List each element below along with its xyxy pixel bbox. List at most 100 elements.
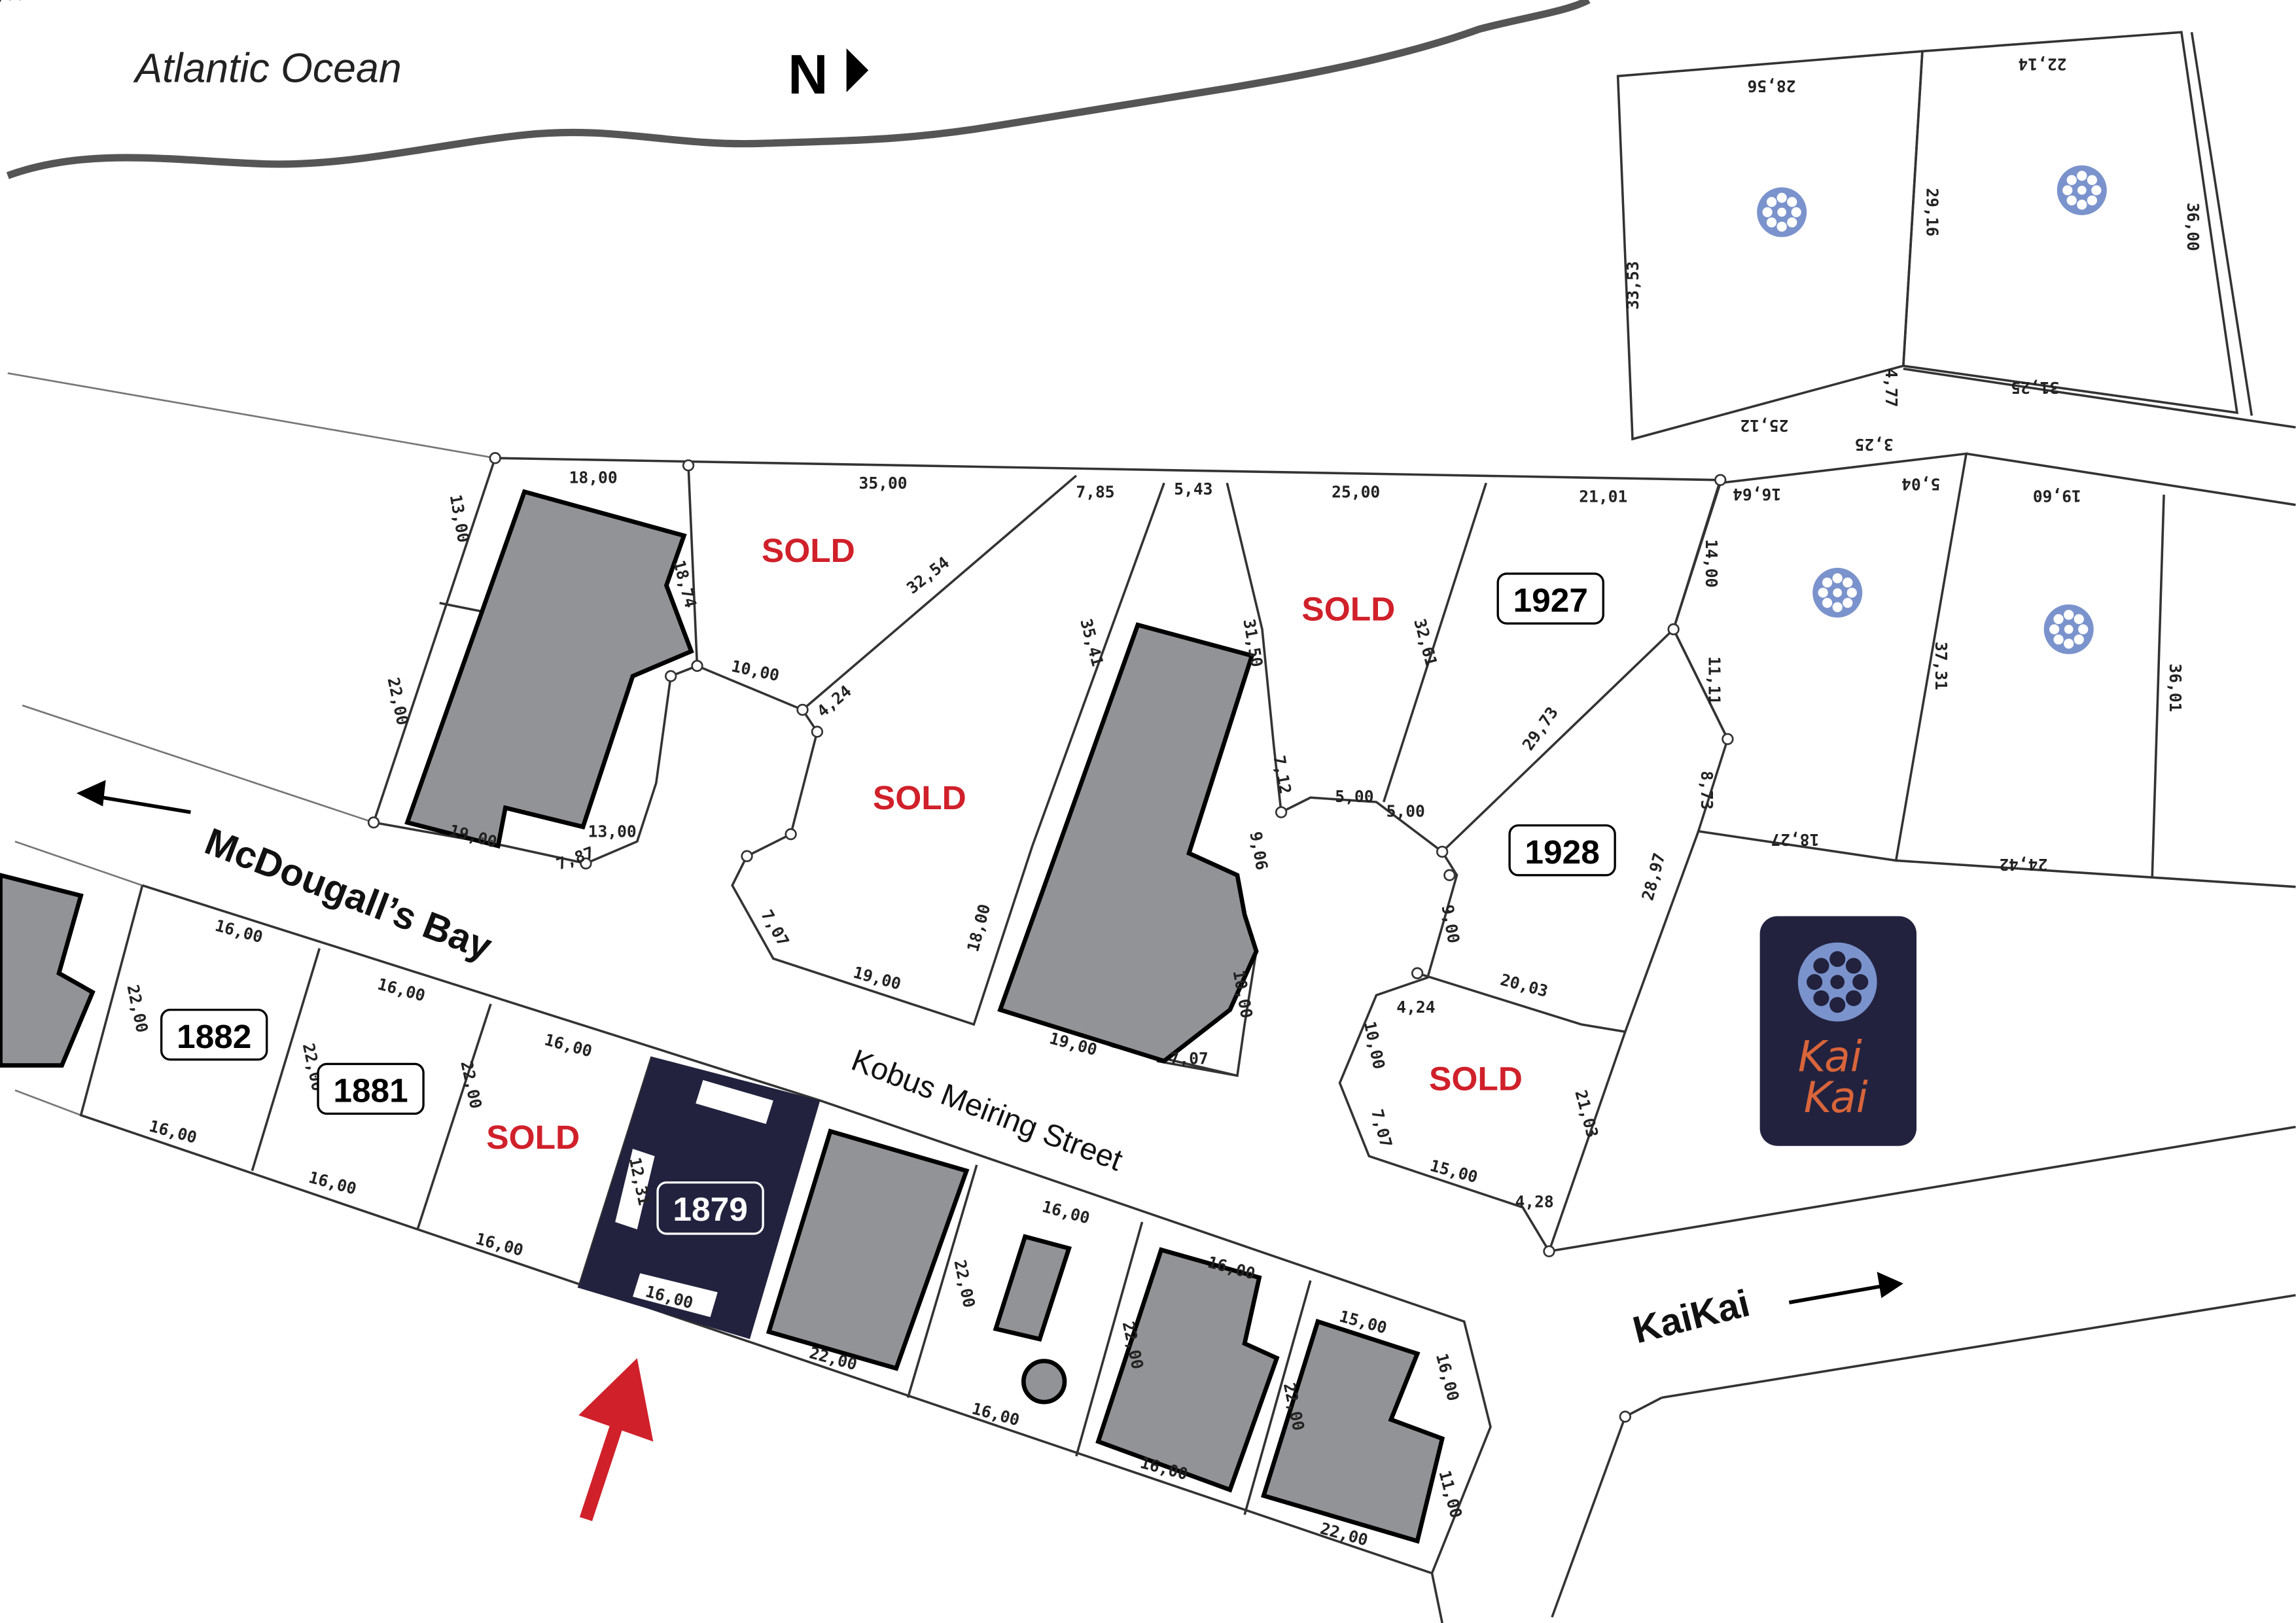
survey-node bbox=[1436, 845, 1449, 858]
kaikai-wheel-icon bbox=[1797, 942, 1877, 1022]
dimension-label: 36,01 bbox=[2166, 663, 2185, 712]
survey-node bbox=[811, 725, 824, 738]
survey-node bbox=[682, 459, 695, 472]
dimension-label: 16,00 bbox=[147, 1116, 199, 1147]
survey-node bbox=[1619, 1410, 1631, 1423]
dimension-label: 20,03 bbox=[1498, 970, 1550, 1001]
dimension-label: 22,00 bbox=[123, 983, 152, 1034]
dimension-label: 19,00 bbox=[0, 0, 25, 4]
kaikai-wheel-icon bbox=[2043, 604, 2094, 655]
northern-parcels bbox=[1616, 31, 2296, 1032]
dimension-label: 32,61 bbox=[1410, 617, 1441, 669]
dimension-label: 28,97 bbox=[1638, 851, 1669, 903]
dimension-label: 31,25 bbox=[2011, 378, 2059, 397]
survey-node bbox=[1443, 869, 1456, 881]
dimension-label: 22,00 bbox=[457, 1059, 486, 1110]
lot-1879[interactable]: 1879 bbox=[656, 1181, 764, 1235]
lot-1928[interactable]: 1928 bbox=[1508, 824, 1616, 877]
dimension-label: 28,56 bbox=[1748, 77, 1796, 96]
dimension-label: 36,00 bbox=[2183, 203, 2202, 251]
dimension-label: 18,00 bbox=[569, 468, 618, 487]
dimension-label: 5,00 bbox=[1335, 787, 1373, 806]
survey-node bbox=[785, 828, 797, 841]
building bbox=[997, 622, 1259, 1064]
sold-label: SOLD bbox=[1429, 1060, 1523, 1098]
dimension-label: 18,00 bbox=[963, 902, 994, 954]
lot-1927[interactable]: 1927 bbox=[1496, 572, 1604, 625]
building bbox=[1261, 1318, 1445, 1544]
dimension-label: 16,00 bbox=[376, 974, 427, 1005]
dimension-label: 3,25 bbox=[1855, 435, 1894, 454]
lot-number: 1927 bbox=[1513, 581, 1587, 619]
lot-number: 1879 bbox=[673, 1190, 747, 1228]
sold-labels: SOLD SOLD SOLD SOLD SOLD bbox=[486, 531, 1523, 1156]
sold-label: SOLD bbox=[1301, 590, 1395, 628]
survey-node bbox=[665, 670, 677, 682]
lot-1881[interactable]: 1881 bbox=[317, 1062, 425, 1115]
kaikai-wheel-icon bbox=[1812, 568, 1863, 618]
arrow-left-icon bbox=[76, 780, 106, 807]
survey-node bbox=[1543, 1245, 1555, 1257]
dimension-label: 7,07 bbox=[1170, 1049, 1209, 1068]
survey-node bbox=[367, 816, 380, 829]
dimension-label: 16,00 bbox=[542, 1030, 594, 1060]
north-arrow-icon bbox=[846, 48, 869, 92]
building-round bbox=[1021, 1359, 1067, 1405]
kaikai-wheel-icon bbox=[2057, 165, 2107, 215]
lot-1882[interactable]: 1882 bbox=[160, 1008, 268, 1061]
building bbox=[0, 873, 96, 1068]
dimension-label: 15,00 bbox=[1428, 1156, 1480, 1187]
survey-node bbox=[741, 850, 753, 862]
dimension-label: 16,64 bbox=[1733, 485, 1781, 504]
logo-text-line2: Kai bbox=[1804, 1073, 1868, 1123]
dimension-label: 9,06 bbox=[1246, 830, 1272, 871]
dimension-label: 10,00 bbox=[730, 656, 781, 685]
survey-node bbox=[691, 659, 703, 672]
survey-nodes bbox=[367, 452, 1734, 1423]
dimension-label: 22,14 bbox=[2018, 54, 2066, 73]
dimension-label: 16,00 bbox=[1432, 1352, 1463, 1403]
buildings bbox=[0, 489, 1445, 1544]
dimension-label: 7,87 bbox=[554, 843, 597, 874]
sold-label: SOLD bbox=[486, 1118, 580, 1156]
dimension-label: 22,00 bbox=[950, 1258, 979, 1309]
sold-label: SOLD bbox=[762, 531, 855, 569]
dimension-label: 7,07 bbox=[757, 907, 793, 950]
street-kaikai: KaiKai bbox=[1629, 1272, 1903, 1352]
survey-node bbox=[580, 857, 592, 870]
dimension-label: 9,00 bbox=[1438, 903, 1464, 945]
red-pointer-arrow bbox=[578, 1358, 654, 1522]
north-arrow: N bbox=[788, 44, 869, 106]
dimension-label: 13,00 bbox=[446, 493, 473, 544]
dimension-label: 5,04 bbox=[1901, 475, 1940, 494]
logo-text-line1: Kai bbox=[1798, 1033, 1862, 1082]
dimension-label: 14,00 bbox=[1702, 539, 1721, 587]
lot-number: 1882 bbox=[177, 1017, 251, 1055]
kaikai-wheel-icon bbox=[1757, 187, 1807, 237]
lot-number: 1928 bbox=[1525, 833, 1599, 871]
road-edges bbox=[7, 372, 2296, 1623]
dimension-label: 13,00 bbox=[588, 822, 637, 841]
dimension-label: 25,12 bbox=[1740, 416, 1788, 435]
dimension-label: 5,00 bbox=[1386, 801, 1425, 820]
north-label: N bbox=[788, 44, 828, 106]
street-label: McDougall’s Bay bbox=[200, 820, 498, 968]
sold-label: SOLD bbox=[873, 778, 966, 816]
dimension-label: 29,73 bbox=[1519, 703, 1562, 754]
dimension-label: 24,42 bbox=[1999, 855, 2047, 874]
survey-node bbox=[1275, 806, 1288, 818]
dimension-label: 11,00 bbox=[1435, 1469, 1466, 1520]
coastline bbox=[6, 0, 1591, 179]
dimension-label: 22,00 bbox=[384, 676, 413, 727]
dimension-label: 37,31 bbox=[1932, 642, 1951, 690]
dimension-label: 25,00 bbox=[1332, 483, 1380, 502]
dimension-label: 4,24 bbox=[1396, 998, 1435, 1017]
dimension-label: 21,01 bbox=[1579, 487, 1627, 506]
building bbox=[766, 1128, 970, 1371]
street-label: KaiKai bbox=[1629, 1282, 1754, 1352]
dimension-label: 35,00 bbox=[859, 474, 908, 493]
dimension-label: 7,85 bbox=[1076, 483, 1114, 502]
dimension-label: 35,41 bbox=[1076, 617, 1107, 669]
dimension-label: 4,77 bbox=[1882, 368, 1901, 407]
